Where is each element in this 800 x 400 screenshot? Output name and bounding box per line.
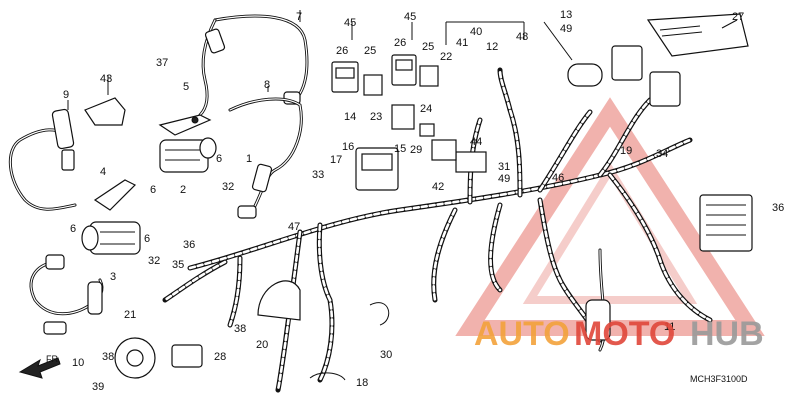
connector-42 <box>431 139 457 161</box>
callout-45a: 45 <box>344 17 356 29</box>
clamp-30 <box>369 302 390 326</box>
relay-25-left <box>363 74 383 96</box>
callout-42: 42 <box>432 181 444 193</box>
callout-23: 23 <box>370 111 382 123</box>
relay-23 <box>391 104 415 130</box>
bracket-28 <box>171 344 203 368</box>
callout-32b: 32 <box>148 255 160 267</box>
callout-45b: 45 <box>404 11 416 23</box>
callout-40: 40 <box>470 26 482 38</box>
callout-26a: 26 <box>336 45 348 57</box>
regulator-36 <box>699 194 753 252</box>
coil-bracket-4 <box>93 179 137 211</box>
watermark-auto: AUTO <box>474 315 570 353</box>
callout-49b: 49 <box>498 173 510 185</box>
oxygen-sensor-wire-9 <box>8 108 77 211</box>
callout-11: 11 <box>664 321 675 333</box>
callout-36a: 36 <box>183 239 195 251</box>
diagram-code: MCH3F3100D <box>690 374 748 384</box>
callout-28: 28 <box>214 351 226 363</box>
callout-25a: 25 <box>364 45 376 57</box>
callout-2: 2 <box>180 184 186 196</box>
callout-25b: 25 <box>422 41 434 53</box>
callout-29: 29 <box>410 144 422 156</box>
spark-plug-wire-7 <box>198 14 309 117</box>
battery-cable-11 <box>585 248 611 352</box>
connector-24 <box>419 123 435 137</box>
oxygen-sensor-wire-10 <box>29 254 104 335</box>
callout-49a: 49 <box>560 23 572 35</box>
callout-13: 13 <box>560 9 572 21</box>
ignition-coil-2 <box>159 137 217 173</box>
callout-12: 12 <box>486 41 498 53</box>
callout-8: 8 <box>264 79 270 91</box>
callout-22: 22 <box>440 51 452 63</box>
headlight-connector-20 <box>257 280 301 321</box>
callout-41: 41 <box>456 37 468 49</box>
callout-44: 44 <box>470 136 482 148</box>
callout-27: 27 <box>732 11 744 23</box>
callout-38a: 38 <box>102 351 114 363</box>
callout-31: 31 <box>498 161 510 173</box>
callout-3: 3 <box>110 271 116 283</box>
callout-18: 18 <box>356 377 368 389</box>
callout-4: 4 <box>100 166 106 178</box>
callout-16: 16 <box>342 141 354 153</box>
bracket-43 <box>84 97 126 126</box>
callout-5: 5 <box>183 81 189 93</box>
callout-17: 17 <box>330 154 342 166</box>
relay-25-right <box>419 65 439 87</box>
callout-6b: 6 <box>150 184 156 196</box>
callout-47: 47 <box>288 221 300 233</box>
callout-14: 14 <box>344 111 356 123</box>
watermark-text: AUTO MOTO HUB <box>474 315 764 353</box>
callout-38b: 38 <box>234 323 246 335</box>
horn-21 <box>114 337 156 379</box>
callout-26b: 26 <box>394 37 406 49</box>
callout-1: 1 <box>246 153 252 165</box>
ecu-27 <box>646 13 749 57</box>
watermark-hub: HUB <box>690 315 764 353</box>
callout-6c: 6 <box>70 223 76 235</box>
callout-15: 15 <box>394 143 406 155</box>
callout-46: 46 <box>552 172 564 184</box>
callout-43: 43 <box>100 73 112 85</box>
relay-26-right <box>391 54 417 86</box>
callout-35: 35 <box>172 259 184 271</box>
clamp-18 <box>309 372 346 381</box>
callout-labels: 7 8 9 43 37 5 1 6 6 2 32 4 6 6 36 35 32 … <box>63 9 784 393</box>
callout-7: 7 <box>296 11 302 23</box>
fuse-box-16 <box>355 147 399 191</box>
callout-32a: 32 <box>222 181 234 193</box>
leader-lines <box>67 10 738 110</box>
watermark-moto: MOTO <box>574 315 675 353</box>
callout-20: 20 <box>256 339 268 351</box>
callout-24: 24 <box>420 103 432 115</box>
callout-37: 37 <box>156 57 168 69</box>
front-arrow-label: FR. <box>46 354 61 364</box>
callout-9: 9 <box>63 89 69 101</box>
capacitor-13 <box>567 63 603 87</box>
module-44 <box>455 151 487 173</box>
front-arrow: FR. <box>18 354 61 379</box>
callout-6d: 6 <box>144 233 150 245</box>
coil-bracket-5 <box>158 114 212 136</box>
callout-19: 19 <box>620 145 632 157</box>
callout-34: 34 <box>656 148 668 160</box>
callout-39: 39 <box>92 381 104 393</box>
relay-26-left <box>331 61 359 93</box>
ignition-coil-3 <box>81 221 141 255</box>
callout-48: 48 <box>516 31 528 43</box>
callout-36b: 36 <box>772 202 784 214</box>
callout-30: 30 <box>380 349 392 361</box>
callout-10: 10 <box>72 357 84 369</box>
callout-21: 21 <box>124 309 136 321</box>
callout-33: 33 <box>312 169 324 181</box>
connector-block <box>611 45 681 107</box>
callout-6a: 6 <box>216 153 222 165</box>
spark-plug-wire-8 <box>228 97 303 219</box>
